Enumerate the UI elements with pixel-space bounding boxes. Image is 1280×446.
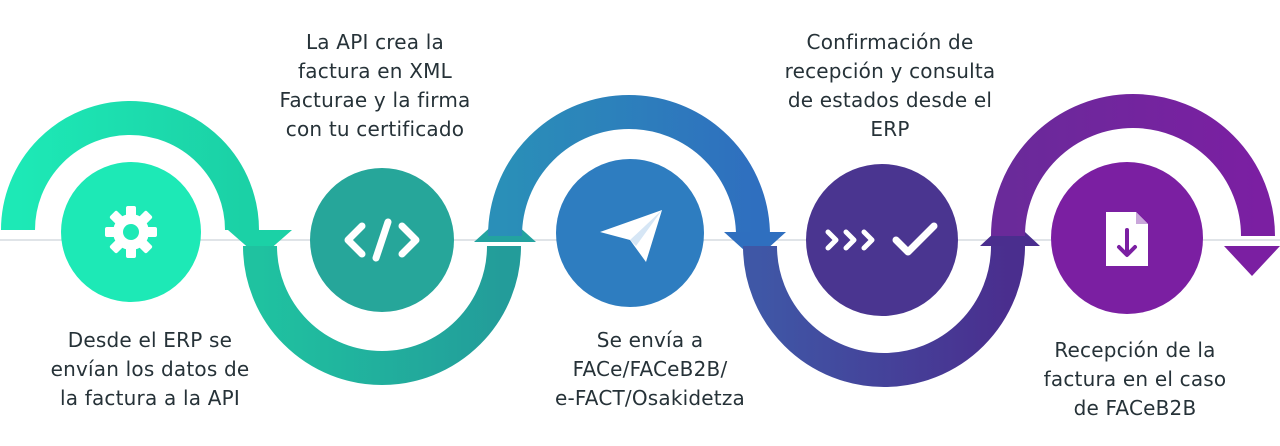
step-1-line: Desde el ERP se: [67, 328, 233, 352]
step-3-line: e-FACT/Osakidetza: [555, 386, 745, 410]
step-2-line: factura en XML: [298, 59, 452, 83]
code-icon: [344, 218, 420, 262]
step-3-label: Se envía a FACe/FACeB2B/ e-FACT/Osakidet…: [520, 326, 780, 413]
step-1-label: Desde el ERP se envían los datos de la f…: [20, 326, 280, 413]
step-1-node: [61, 162, 201, 302]
step-1-line: la factura a la API: [59, 386, 241, 410]
flow-arrowhead-5: [1224, 246, 1280, 276]
step-3-line: Se envía a: [596, 328, 704, 352]
step-5-label: Recepción de la factura en el caso de FA…: [1010, 336, 1260, 423]
step-4-line: de estados desde el: [787, 88, 993, 112]
flow-arc-3: [488, 95, 770, 237]
step-3-line: FACe/FACeB2B/: [572, 357, 728, 381]
step-4-line: recepción y consulta: [784, 59, 996, 83]
flow-arc-2: [243, 245, 521, 385]
step-2-line: La API crea la: [305, 30, 445, 54]
step-4-line: ERP: [870, 117, 910, 141]
step-3-node: [556, 159, 704, 307]
step-2-line: Facturae y la firma: [279, 88, 471, 112]
step-4-label: Confirmación de recepción y consulta de …: [750, 28, 1030, 144]
step-4-line: Confirmación de: [806, 30, 974, 54]
flow-arc-4: [743, 245, 1025, 387]
step-2-label: La API crea la factura en XML Facturae y…: [240, 28, 510, 144]
step-5-line: factura en el caso: [1043, 367, 1227, 391]
step-2-line: con tu certificado: [285, 117, 465, 141]
file-download-icon: [1106, 212, 1148, 266]
step-1-line: envían los datos de: [50, 357, 250, 381]
step-5-node: [1051, 162, 1203, 314]
flow-arrowhead-1: [228, 230, 292, 258]
step-5-line: Recepción de la: [1054, 338, 1216, 362]
step-4-node: [806, 164, 958, 316]
step-2-node: [310, 168, 454, 312]
step-5-line: de FACeB2B: [1073, 396, 1197, 420]
check-progress-icon: [825, 222, 938, 256]
send-icon: [600, 210, 662, 262]
gear-icon: [105, 206, 157, 258]
flow-arc-1: [1, 101, 259, 231]
flow-arc-5: [991, 94, 1275, 237]
